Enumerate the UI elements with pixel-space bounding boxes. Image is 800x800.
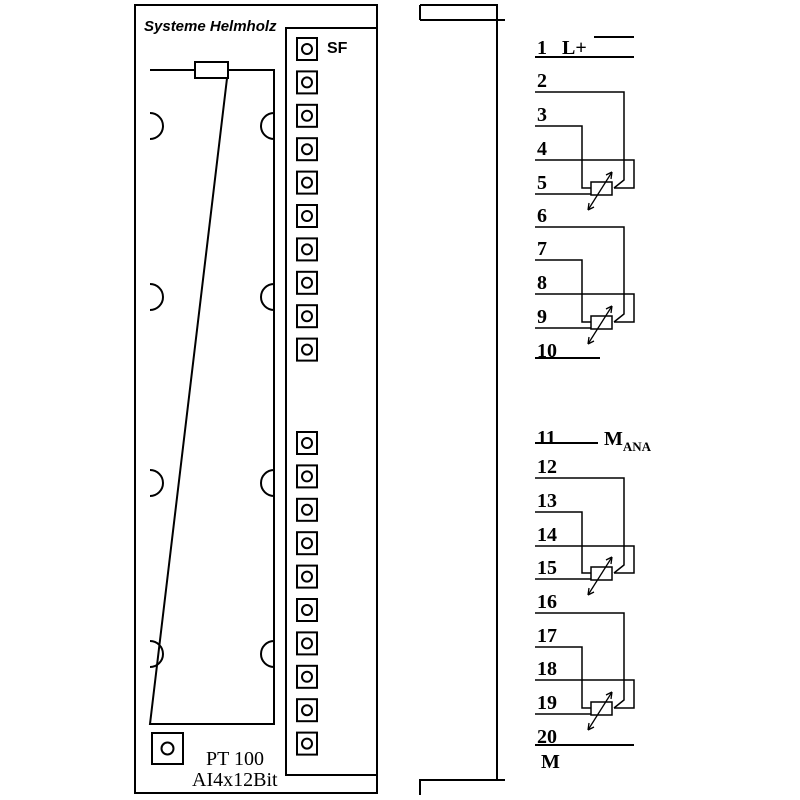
screw-icon: [301, 437, 313, 449]
screw-terminal: [296, 237, 318, 262]
terminal-number: 20: [537, 726, 557, 748]
screw-icon: [301, 76, 313, 89]
terminal-number: 9: [537, 306, 547, 328]
screw-icon: [301, 570, 313, 583]
variable-arrow-icon: [587, 305, 613, 345]
screw-icon: [301, 109, 313, 122]
pt100-sensor: [535, 477, 635, 596]
bracket-edges: [420, 19, 505, 781]
terminal-number: 5: [537, 172, 547, 194]
screw-terminal: [296, 337, 318, 362]
screw-icon: [301, 737, 313, 750]
screw-icon: [301, 537, 313, 550]
screw-terminal: [296, 664, 318, 689]
cover-notch: [149, 112, 164, 140]
screw-terminal: [296, 103, 318, 128]
indicator-window: [151, 732, 184, 765]
pt100-sensor: [535, 226, 635, 345]
variable-arrow-icon: [587, 556, 613, 596]
screw-terminal: [296, 731, 318, 756]
screw-terminal: [296, 170, 318, 195]
screw-terminal: [296, 304, 318, 329]
screw-icon: [301, 604, 313, 616]
screw-terminal: [296, 497, 318, 522]
module-type-line2: AI4x12Bit: [192, 769, 278, 791]
screw-icon: [301, 503, 313, 516]
screw-terminal: [296, 431, 318, 455]
pt100-sensors: [535, 91, 635, 731]
screw-terminal: [296, 631, 318, 656]
brand-label: Systeme Helmholz: [144, 18, 277, 35]
screw-icon: [301, 704, 313, 717]
screw-terminals: [296, 37, 318, 756]
screw-icon: [301, 276, 313, 289]
screw-terminal: [296, 70, 318, 95]
terminal-number: 4: [537, 138, 547, 160]
module-housing: [134, 4, 378, 794]
terminal-label: MANA: [604, 428, 652, 454]
screw-icon: [301, 470, 313, 483]
terminal-label: M: [541, 751, 560, 773]
terminal-number: 6: [537, 205, 547, 227]
terminal-number: 19: [537, 692, 557, 714]
screw-icon: [301, 43, 313, 55]
screw-icon: [301, 637, 313, 650]
cover-notch: [149, 640, 164, 668]
screw-terminal: [296, 598, 318, 622]
screw-terminal: [296, 564, 318, 589]
screw-icon: [301, 176, 313, 189]
screw-terminal: [296, 464, 318, 489]
terminal-labels: 1 L+ 2 3 4 5 6 7 8 9 10 11 MANA 12 13 14 15 16 17 18 19 20M: [537, 37, 652, 773]
cover-notch: [260, 283, 275, 311]
terminal-strip: [285, 27, 378, 776]
screw-terminal: [296, 270, 318, 295]
terminal-number: 11: [537, 427, 556, 449]
screw-terminal: [296, 698, 318, 723]
screw-icon: [301, 343, 313, 356]
sf-led-label: SF: [327, 40, 348, 57]
terminal-number: 16: [537, 591, 557, 613]
indicator-led-icon: [160, 741, 175, 756]
terminal-number: 10: [537, 340, 557, 362]
pt100-sensor: [535, 91, 635, 211]
terminal-number: 2: [537, 70, 547, 92]
cover-latch: [194, 61, 229, 79]
terminal-number: 8: [537, 272, 547, 294]
cover-notch: [260, 469, 275, 497]
module-front-panel: Systeme Helmholz SF PT 100 AI4x12Bit: [134, 4, 378, 794]
terminal-number: 17: [537, 625, 557, 647]
terminal-number: 18: [537, 658, 557, 680]
cover-notch: [260, 112, 275, 140]
terminal-lines: [535, 56, 634, 746]
wiring-schematic: 1 L+ 2 3 4 5 6 7 8 9 10 11 MANA 12 13 14 15 16 17 18 19 20M: [419, 4, 652, 795]
pt100-sensor: [535, 612, 635, 731]
module-type-line1: PT 100: [206, 748, 264, 770]
screw-terminal: [296, 531, 318, 556]
label-cover: [148, 61, 275, 725]
terminal-number: 15: [537, 557, 557, 579]
cover-notch: [260, 640, 275, 668]
terminal-number: 1: [537, 37, 547, 59]
cover-notch: [149, 283, 164, 311]
terminal-number: 7: [537, 238, 547, 260]
screw-terminal: [296, 137, 318, 162]
terminal-number: 13: [537, 490, 557, 512]
terminal-label: L+: [562, 37, 587, 59]
screw-icon: [301, 210, 313, 222]
cover-notch: [149, 469, 164, 497]
terminal-number: 14: [537, 524, 557, 546]
variable-arrow-icon: [587, 691, 613, 731]
terminal-label-sub: ANA: [623, 439, 652, 454]
module-side-bracket: [419, 4, 505, 795]
screw-terminal: [296, 37, 318, 61]
screw-icon: [301, 243, 313, 256]
variable-arrow-icon: [587, 171, 613, 211]
screw-icon: [301, 310, 313, 323]
screw-terminal: [296, 204, 318, 228]
screw-icon: [301, 143, 313, 156]
terminal-number: 12: [537, 456, 557, 478]
screw-icon: [301, 670, 313, 683]
terminal-number: 3: [537, 104, 547, 126]
